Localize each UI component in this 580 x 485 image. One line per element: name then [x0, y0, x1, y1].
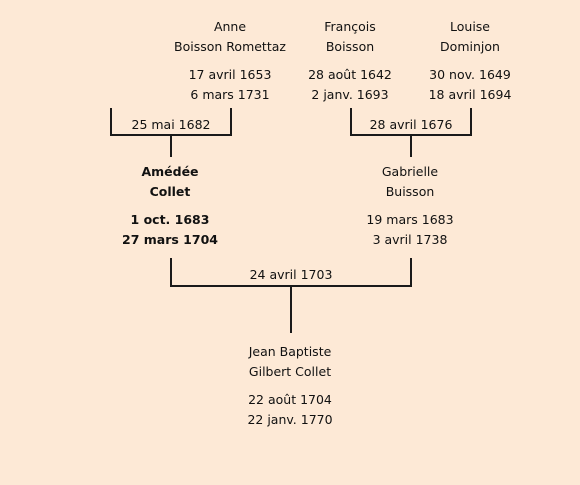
person-birth-date: 19 mars 1683 [366, 212, 454, 227]
person-name-line2: Gilbert Collet [248, 364, 332, 379]
person-name-line2: Boisson [325, 39, 375, 54]
person-louise[interactable]: Louise Dominjon 30 nov. 1649 18 avril 16… [380, 17, 560, 105]
person-name-line1: Louise [450, 19, 490, 34]
person-birth-date: 30 nov. 1649 [429, 67, 511, 82]
union-date-amedee-gabrielle: 24 avril 1703 [249, 267, 333, 282]
person-birth-date: 22 août 1704 [248, 392, 332, 407]
person-birth-date: 1 oct. 1683 [130, 212, 210, 227]
person-name-line2: Boisson Romettaz [174, 39, 286, 54]
person-name-line1: François [324, 19, 376, 34]
person-gabrielle[interactable]: Gabrielle Buisson 19 mars 1683 3 avril 1… [320, 162, 500, 250]
union-date-francois-louise: 28 avril 1676 [369, 117, 453, 132]
person-name-line2: Dominjon [440, 39, 500, 54]
person-anne[interactable]: Anne Boisson Romettaz 17 avril 1653 6 ma… [140, 17, 320, 105]
person-name-line2: Buisson [385, 184, 435, 199]
person-jean-baptiste[interactable]: Jean Baptiste Gilbert Collet 22 août 170… [200, 342, 380, 430]
person-death-date: 18 avril 1694 [428, 87, 512, 102]
person-death-date: 22 janv. 1770 [247, 412, 333, 427]
person-name-line1: Jean Baptiste [248, 344, 332, 359]
person-amedee[interactable]: Amédée Collet 1 oct. 1683 27 mars 1704 [80, 162, 260, 250]
person-death-date: 27 mars 1704 [122, 232, 218, 247]
person-name-line1: Anne [213, 19, 247, 34]
connector-francois-louise [350, 108, 472, 157]
person-death-date: 2 janv. 1693 [311, 87, 389, 102]
person-francois[interactable]: François Boisson 28 août 1642 2 janv. 16… [260, 17, 440, 105]
person-birth-date: 28 août 1642 [308, 67, 392, 82]
person-death-date: 6 mars 1731 [190, 87, 270, 102]
connector-amedee-gabrielle [170, 258, 412, 333]
union-date-anne: 25 mai 1682 [131, 117, 211, 132]
person-birth-date: 17 avril 1653 [188, 67, 272, 82]
connector-anne-union [110, 108, 232, 157]
person-name-line1: Gabrielle [381, 164, 439, 179]
person-death-date: 3 avril 1738 [372, 232, 448, 247]
person-name-line2: Collet [149, 184, 191, 199]
person-name-line1: Amédée [141, 164, 199, 179]
